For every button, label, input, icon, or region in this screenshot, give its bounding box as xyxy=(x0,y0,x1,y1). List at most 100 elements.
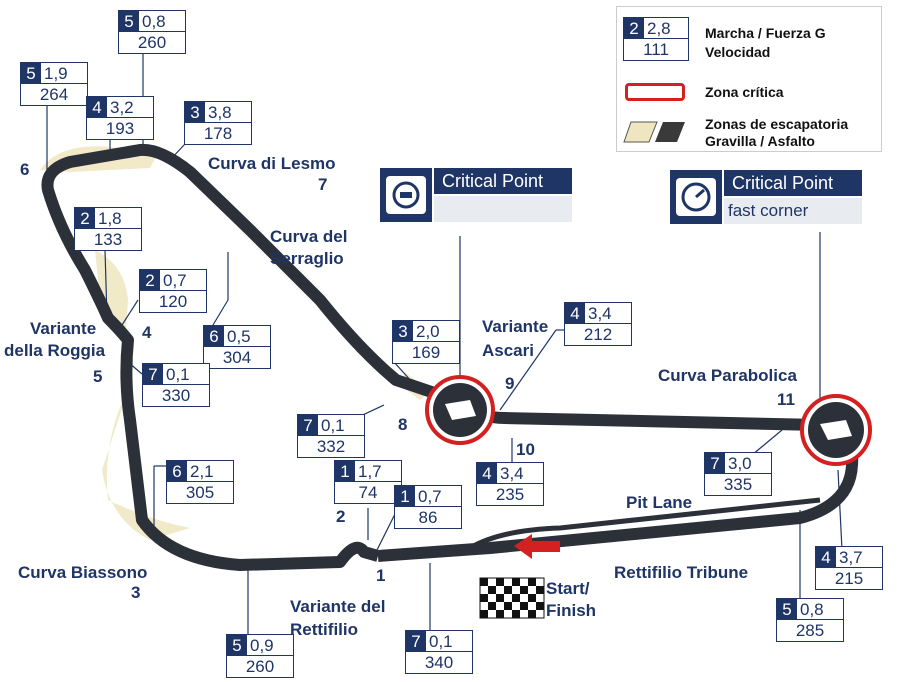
corner-roggia-name-1: Variante xyxy=(30,319,97,338)
speed-value: 235 xyxy=(495,485,525,504)
gear-value: 6 xyxy=(167,461,187,482)
gforce-value: 0,9 xyxy=(247,635,293,656)
critical-corner-ascari xyxy=(425,375,495,445)
gear-value: 5 xyxy=(777,599,797,620)
corner-number-6: 6 xyxy=(20,160,30,179)
speed-box: 2 0,7 120 xyxy=(139,269,207,313)
legend-critical-label: Zona crítica xyxy=(705,84,784,100)
gforce-value: 0,7 xyxy=(415,486,461,507)
gear-value: 7 xyxy=(406,631,426,652)
gear-value: 3 xyxy=(185,102,205,123)
speed-value: 120 xyxy=(158,292,188,311)
speed-value: 305 xyxy=(185,483,215,502)
gear-value: 7 xyxy=(705,453,725,474)
speed-box: 2 1,8 133 xyxy=(74,207,142,251)
speed-box: 1 0,7 86 xyxy=(394,485,462,529)
corner-number-2: 2 xyxy=(336,507,346,526)
speed-value: 74 xyxy=(358,483,378,502)
gear-value: 7 xyxy=(298,415,318,436)
start-finish-line-1: Start/ xyxy=(546,579,590,598)
gear-value: 5 xyxy=(227,635,247,656)
speed-value: 260 xyxy=(245,657,275,676)
corner-serraglio-name-2: Serraglio xyxy=(270,249,344,268)
speedometer-dial-icon xyxy=(670,170,722,224)
corner-biassono-number: 3 xyxy=(131,583,141,602)
speed-box: 7 3,0 335 xyxy=(704,452,772,496)
gforce-value: 3,4 xyxy=(497,463,543,484)
gforce-value: 1,8 xyxy=(95,208,141,229)
corner-number-10: 10 xyxy=(516,440,535,459)
speed-box: 5 0,8 260 xyxy=(118,10,186,54)
gforce-value: 1,9 xyxy=(41,63,87,84)
gear-value: 5 xyxy=(21,63,41,84)
legend-sample-box: 2 2,8 111 xyxy=(623,17,689,61)
speed-value: 330 xyxy=(161,386,191,405)
corner-ascari-name-2: Ascari xyxy=(482,341,534,360)
runoff-swatch xyxy=(623,121,685,143)
gear-value: 7 xyxy=(143,364,163,385)
gear-value: 4 xyxy=(477,463,497,484)
corner-rettifilio-name-2: Rettifilio xyxy=(290,620,358,639)
speed-box: 4 3,2 193 xyxy=(86,96,154,140)
speed-value: 264 xyxy=(39,85,69,104)
corner-roggia-number: 5 xyxy=(93,367,103,386)
speed-value: 260 xyxy=(137,33,167,52)
corner-ascari-name-1: Variante xyxy=(482,317,549,336)
checkered-flag-icon xyxy=(479,577,545,619)
speed-box: 1 1,7 74 xyxy=(334,460,402,504)
gforce-value: 0,5 xyxy=(224,326,270,347)
speed-value: 340 xyxy=(424,653,454,672)
gforce-value: 3,8 xyxy=(205,102,251,123)
gforce-value: 0,8 xyxy=(797,599,843,620)
speed-box: 5 1,9 264 xyxy=(20,62,88,106)
speed-value: 212 xyxy=(583,325,613,344)
gear-value: 4 xyxy=(87,97,107,118)
gforce-value: 0,7 xyxy=(160,270,206,291)
speed-box: 7 0,1 340 xyxy=(405,630,473,674)
gear-value: 2 xyxy=(140,270,160,291)
gear-value: 4 xyxy=(565,303,585,324)
legend: 2 2,8 111 Marcha / Fuerza G Velocidad Zo… xyxy=(616,6,882,152)
speed-value: 133 xyxy=(93,230,123,249)
start-finish-arrow xyxy=(514,534,560,559)
start-finish-label: Start/ Finish xyxy=(546,578,596,622)
gforce-value: 3,0 xyxy=(725,453,771,474)
start-finish-line-2: Finish xyxy=(546,601,597,620)
gforce-value: 3,7 xyxy=(836,547,882,568)
speed-box: 3 3,8 178 xyxy=(184,101,252,145)
speed-value: 169 xyxy=(411,343,441,362)
gforce-value: 0,1 xyxy=(426,631,472,652)
corner-lesmo-number: 7 xyxy=(318,175,328,194)
gforce-value: 3,2 xyxy=(107,97,153,118)
speed-value: 193 xyxy=(105,119,135,138)
legend-runoff-label-1: Zonas de escapatoria xyxy=(705,116,849,132)
corner-roggia-name-2: della Roggia xyxy=(4,341,106,360)
callout-lines xyxy=(46,52,843,634)
critical-point-title: Critical Point xyxy=(434,168,572,194)
legend-speed-label: Velocidad xyxy=(705,44,771,60)
gforce-value: 0,8 xyxy=(139,11,185,32)
critical-point-subtitle xyxy=(434,196,572,222)
gear-value: 4 xyxy=(816,547,836,568)
speedometer-gauge-icon xyxy=(380,168,432,222)
speed-box: 6 2,1 305 xyxy=(166,460,234,504)
gforce-value: 0,1 xyxy=(163,364,209,385)
speed-box: 5 0,8 285 xyxy=(776,598,844,642)
corner-rettifilio-name-1: Variante del xyxy=(290,597,386,616)
corner-number-4: 4 xyxy=(142,323,152,342)
gforce-value: 2,0 xyxy=(413,321,459,342)
corner-parabolica-number: 11 xyxy=(777,390,795,409)
critical-zone-swatch xyxy=(625,83,685,101)
speed-value: 215 xyxy=(834,569,864,588)
pit-lane-label: Pit Lane xyxy=(626,493,693,512)
speed-box: 7 0,1 330 xyxy=(142,363,210,407)
pit-lane-path xyxy=(468,497,821,551)
speed-value: 304 xyxy=(222,348,252,367)
speed-value: 111 xyxy=(643,40,669,59)
gforce-value: 2,1 xyxy=(187,461,233,482)
speed-value: 335 xyxy=(723,475,753,494)
gear-value: 2 xyxy=(624,18,644,39)
speed-value: 86 xyxy=(418,508,438,527)
speed-box: 3 2,0 169 xyxy=(392,320,460,364)
